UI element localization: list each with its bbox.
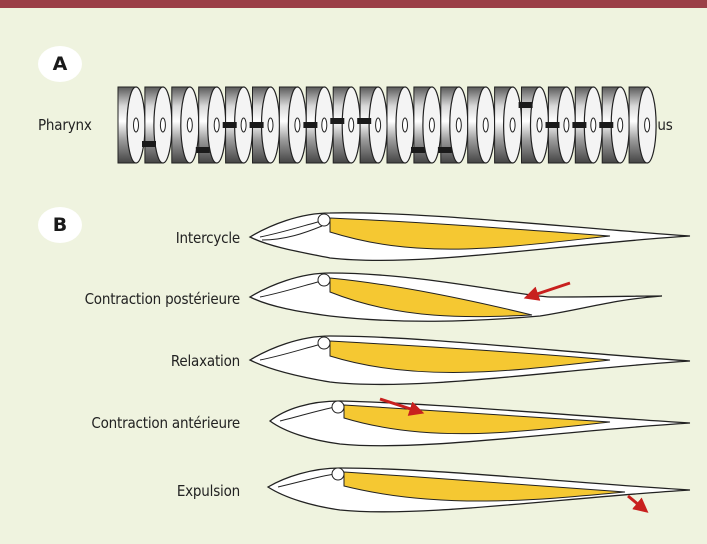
intestine-cell	[522, 87, 549, 163]
intestine-cell	[387, 87, 414, 163]
intestine-cell	[333, 87, 360, 163]
intestine-cell	[118, 87, 145, 163]
gap-junction	[330, 118, 344, 124]
gap-junction	[223, 122, 237, 128]
worm-contraction-posterieure	[250, 273, 662, 321]
intestine-cell	[145, 87, 172, 163]
worm-intercycle	[250, 213, 690, 261]
gap-junction	[411, 147, 425, 153]
gap-junction	[572, 122, 586, 128]
gap-junction	[303, 122, 317, 128]
pharyngeal-bulb	[332, 468, 344, 480]
gap-junction	[357, 118, 371, 124]
worm-contraction-anterieure	[270, 399, 690, 446]
gap-junction	[438, 147, 452, 153]
intestine-cell	[495, 87, 522, 163]
worm-relaxation	[250, 336, 690, 384]
intestine-cell	[279, 87, 306, 163]
intestine-cell	[468, 87, 495, 163]
gap-junction	[250, 122, 264, 128]
pharyngeal-bulb	[318, 214, 330, 226]
movement-arrow	[628, 496, 645, 510]
pharyngeal-bulb	[332, 401, 344, 413]
intestine-cell	[360, 87, 387, 163]
worm-expulsion	[268, 468, 690, 512]
pharyngeal-bulb	[318, 274, 330, 286]
intestine-cell	[629, 87, 656, 163]
gap-junction	[519, 102, 533, 108]
gap-junction	[599, 122, 613, 128]
gap-junction	[196, 147, 210, 153]
gap-junction	[142, 141, 156, 147]
intestine-cell-column	[118, 87, 656, 163]
movement-arrow	[528, 283, 570, 297]
pharyngeal-bulb	[318, 337, 330, 349]
intestine-cell	[172, 87, 199, 163]
gap-junction	[546, 122, 560, 128]
